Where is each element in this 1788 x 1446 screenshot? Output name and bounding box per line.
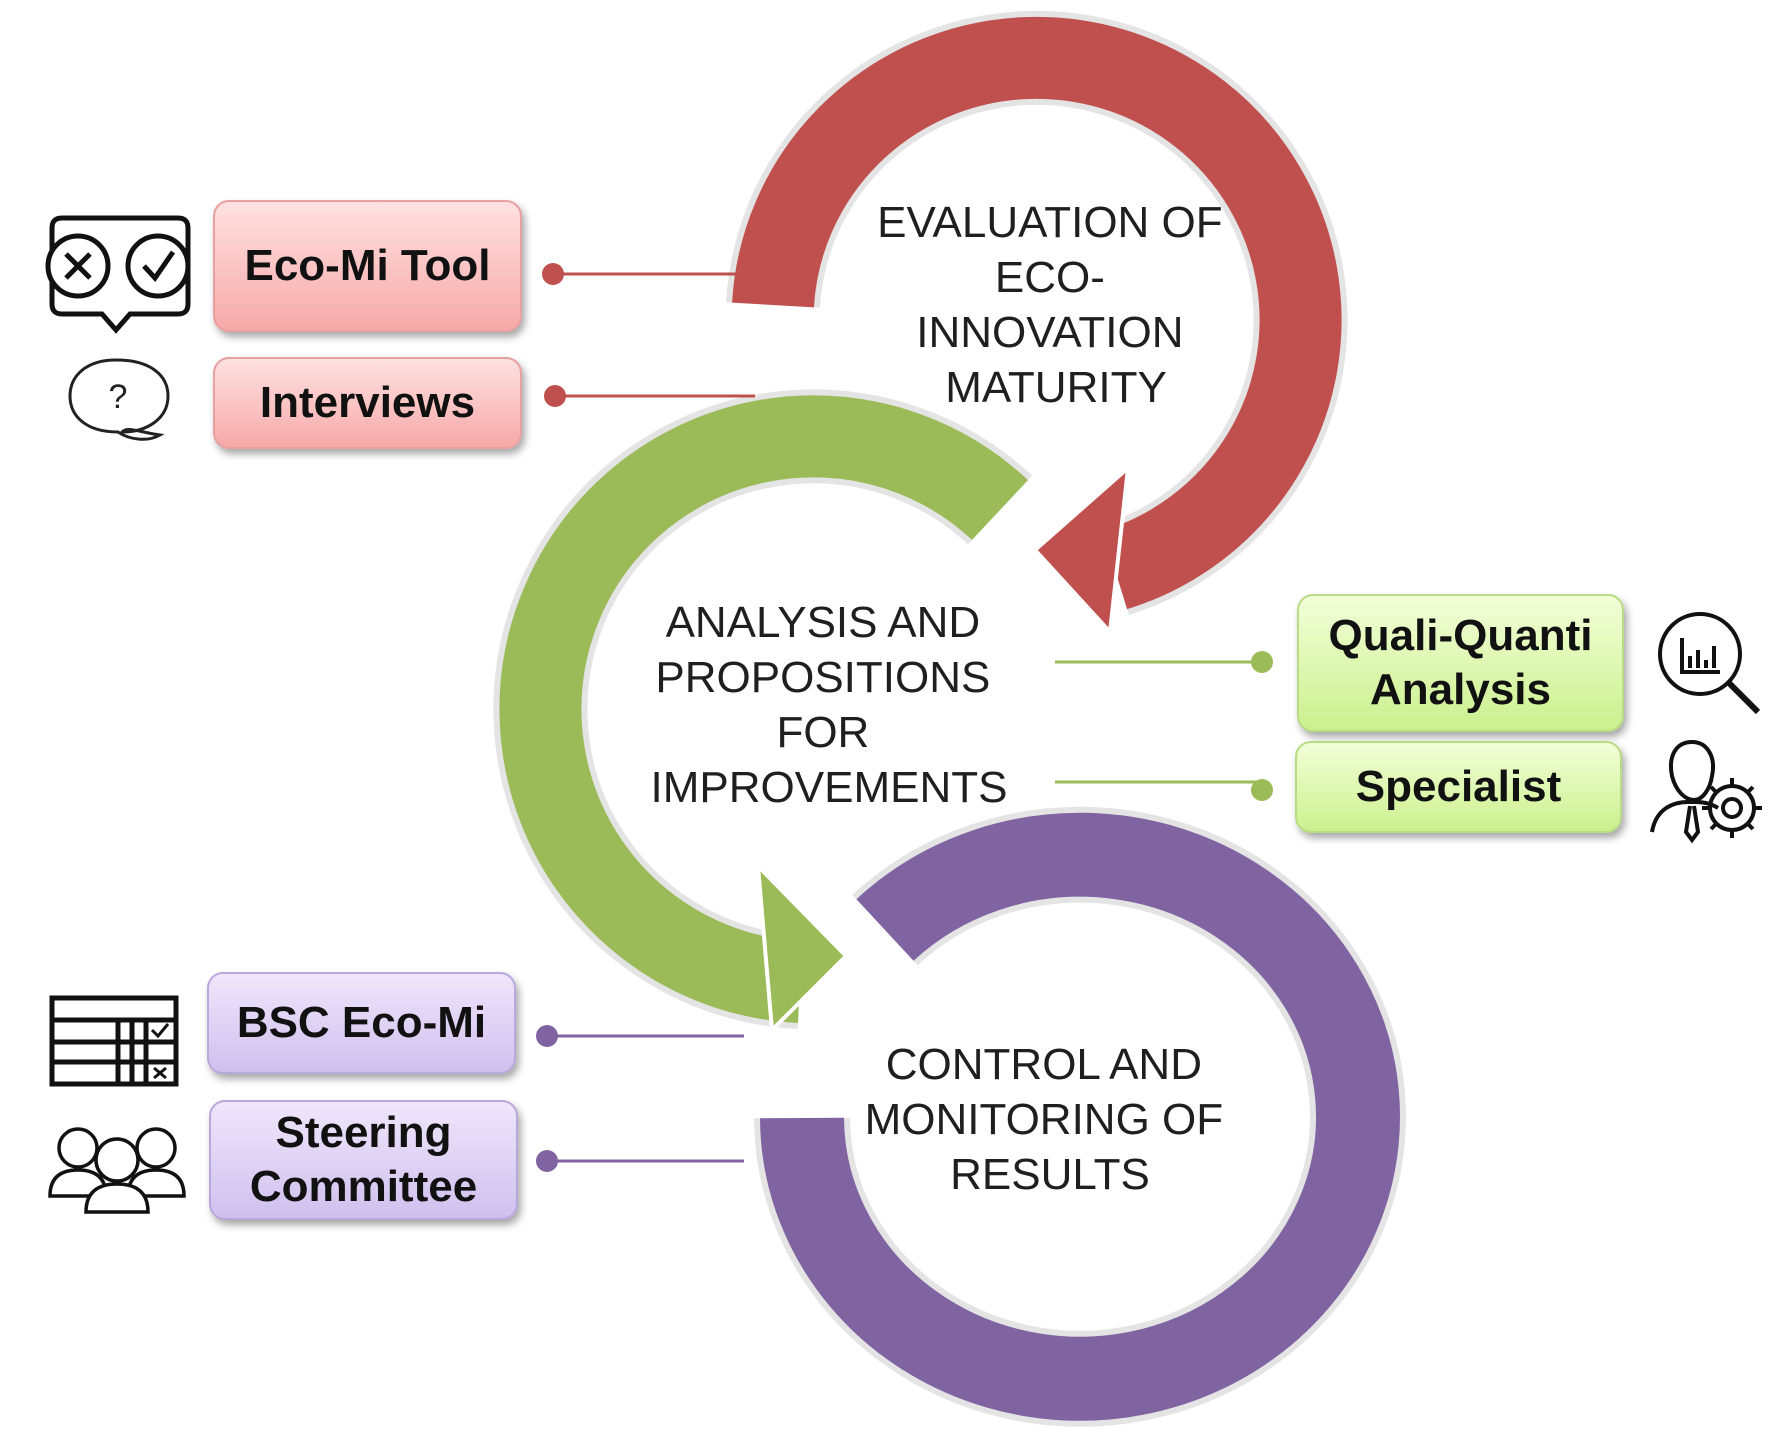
- scorecard-table-icon: [49, 995, 179, 1087]
- evaluation-line: MATURITY: [945, 363, 1167, 412]
- connector-quali-quanti: [1055, 651, 1273, 673]
- svg-text:?: ?: [109, 378, 128, 416]
- steering-committee-box: Steering Committee: [209, 1100, 518, 1220]
- evaluation-line: EVALUATION OF: [877, 198, 1223, 247]
- connector-specialist: [1055, 779, 1273, 801]
- eco-mi-tool-label: Eco-Mi Tool: [244, 241, 491, 290]
- quali-quanti-analysis-box: Quali-Quanti Analysis: [1297, 594, 1624, 732]
- control-stage-label: CONTROL AND MONITORING OF RESULTS: [865, 1040, 1236, 1199]
- bsc-eco-mi-label: BSC Eco-Mi: [236, 998, 487, 1047]
- control-line: RESULTS: [950, 1150, 1150, 1199]
- quali-quanti-analysis-label: Quali-Quanti Analysis: [1328, 611, 1593, 714]
- interviews-label: Interviews: [259, 378, 476, 427]
- group-people-icon: [48, 1127, 186, 1214]
- connector-steering-committee: [536, 1150, 744, 1172]
- specialist-gear-icon: [1650, 739, 1762, 844]
- bsc-eco-mi-box: BSC Eco-Mi: [207, 972, 516, 1074]
- connector-bsc-eco-mi: [536, 1025, 744, 1047]
- control-line: CONTROL AND: [886, 1040, 1202, 1089]
- specialist-box: Specialist: [1295, 741, 1622, 833]
- connector-eco-mi-tool: [542, 263, 750, 285]
- evaluation-arrow-ring: [722, 6, 1352, 637]
- steering-committee-label: Steering Committee: [249, 1108, 478, 1211]
- evaluation-line: ECO-: [995, 253, 1105, 302]
- chart-magnifier-icon: [1658, 612, 1761, 715]
- question-bubble-icon: ?: [68, 358, 170, 441]
- evaluation-line: INNOVATION: [916, 308, 1183, 357]
- analysis-line: PROPOSITIONS: [655, 653, 990, 702]
- interviews-box: Interviews: [213, 357, 522, 449]
- control-ring: [750, 802, 1410, 1431]
- analysis-line: FOR: [776, 708, 869, 757]
- analysis-line: IMPROVEMENTS: [651, 763, 1008, 812]
- control-line: MONITORING OF: [865, 1095, 1224, 1144]
- connector-interviews: [544, 385, 755, 407]
- analysis-arrow-ring: [489, 385, 1035, 1035]
- analysis-line: ANALYSIS AND: [666, 598, 981, 647]
- decision-check-icon: [45, 215, 191, 334]
- specialist-label: Specialist: [1355, 762, 1562, 811]
- evaluation-stage-label: EVALUATION OF ECO- INNOVATION MATURITY: [877, 198, 1235, 412]
- analysis-stage-label: ANALYSIS AND PROPOSITIONS FOR IMPROVEMEN…: [651, 598, 1008, 812]
- eco-mi-tool-box: Eco-Mi Tool: [213, 200, 522, 332]
